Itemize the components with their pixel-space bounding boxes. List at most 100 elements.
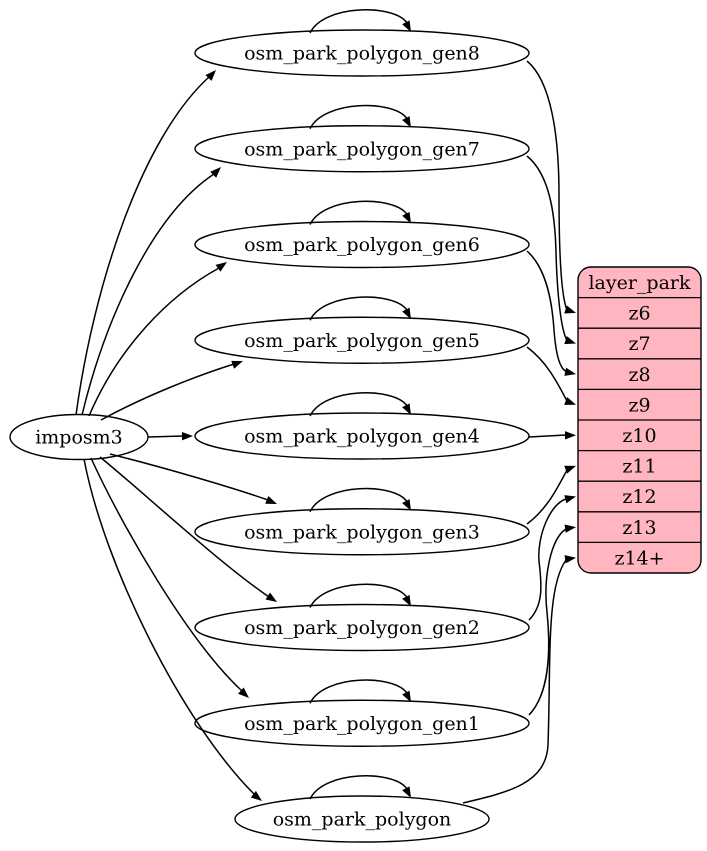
edge-osm_park_polygon_gen5-z9-line: [526, 346, 568, 402]
edge-imposm3-osm_park_polygon_gen5: [100, 360, 243, 421]
edge-osm_park_polygon_gen3-z11-line: [526, 469, 568, 525]
layer-table-title: layer_park: [588, 272, 691, 294]
self-loop-osm_park_polygon_gen3-arrowhead: [402, 499, 411, 511]
self-loop-osm_park_polygon_gen5: [309, 296, 411, 321]
edge-osm_park_polygon-z14+-arrowhead: [564, 555, 576, 564]
self-loop-osm_park_polygon_gen4-arrowhead: [402, 403, 411, 415]
edge-imposm3-osm_park_polygon_gen4-line: [147, 435, 184, 438]
self-loop-osm_park_polygon_gen6: [309, 200, 411, 225]
self-loop-osm_park_polygon_gen7-line: [309, 104, 408, 130]
table-row-z10: z10: [622, 425, 656, 447]
edge-imposm3-osm_park_polygon_gen7: [81, 167, 221, 416]
edge-osm_park_polygon-z14+: [462, 555, 576, 804]
edge-imposm3-osm_park_polygon_gen4: [147, 431, 193, 441]
edge-osm_park_polygon_gen1-z13-arrowhead: [564, 524, 576, 533]
table-row-z13: z13: [622, 517, 656, 539]
self-loop-osm_park_polygon_gen6-arrowhead: [402, 211, 411, 224]
node-osm_park_polygon_gen5-shape: [194, 316, 530, 364]
edge-imposm3-osm_park_polygon: [83, 458, 262, 801]
self-loop-osm_park_polygon_gen8-line: [309, 9, 408, 34]
self-loop-osm_park_polygon_gen2: [309, 583, 411, 608]
node-osm_park_polygon_gen1-shape: [194, 699, 530, 747]
edge-osm_park_polygon-z14+-line: [462, 559, 567, 804]
self-loop-osm_park_polygon_gen5-arrowhead: [402, 307, 411, 320]
node-osm_park_polygon_gen5: osm_park_polygon_gen5: [194, 316, 530, 364]
edge-imposm3-osm_park_polygon_gen3: [109, 453, 277, 504]
edge-imposm3-osm_park_polygon_gen8: [75, 70, 216, 416]
edge-osm_park_polygon_gen7-z7: [526, 155, 576, 345]
node-osm_park_polygon_gen8-label: osm_park_polygon_gen8: [244, 43, 480, 65]
edge-osm_park_polygon_gen4-z10: [528, 431, 576, 440]
node-imposm3: imposm3: [9, 413, 149, 461]
node-osm_park_polygon_gen5-label: osm_park_polygon_gen5: [244, 330, 480, 352]
edge-imposm3-osm_park_polygon_gen8-line: [75, 76, 210, 416]
node-osm_park_polygon_gen1: osm_park_polygon_gen1: [194, 699, 530, 747]
edge-imposm3-osm_park_polygon_gen3-line: [109, 453, 269, 501]
self-loop-osm_park_polygon-line: [309, 775, 408, 800]
node-osm_park_polygon-label: osm_park_polygon: [273, 809, 452, 831]
node-osm_park_polygon_gen4-label: osm_park_polygon_gen4: [244, 426, 480, 448]
table-row-z14+: z14+: [614, 547, 664, 569]
node-osm_park_polygon_gen7: osm_park_polygon_gen7: [194, 125, 530, 173]
edge-imposm3-osm_park_polygon_gen6-line: [88, 267, 220, 417]
edge-imposm3-osm_park_polygon_gen5-line: [100, 363, 235, 421]
node-osm_park_polygon_gen6-label: osm_park_polygon_gen6: [244, 234, 480, 256]
edge-osm_park_polygon_gen3-z11-arrowhead: [564, 465, 576, 474]
self-loop-osm_park_polygon_gen3-line: [309, 487, 408, 513]
node-osm_park_polygon_gen4: osm_park_polygon_gen4: [194, 412, 530, 460]
edge-imposm3-osm_park_polygon_gen8-arrowhead: [205, 70, 216, 81]
edge-imposm3-osm_park_polygon-arrowhead: [250, 790, 262, 801]
self-loop-osm_park_polygon_gen8: [309, 9, 411, 34]
edge-osm_park_polygon_gen8-z6-line: [526, 60, 568, 311]
edge-osm_park_polygon_gen2-z12-line: [528, 498, 567, 621]
edge-imposm3-osm_park_polygon_gen7-arrowhead: [210, 167, 221, 178]
edge-osm_park_polygon_gen3-z11: [526, 465, 576, 525]
edge-osm_park_polygon_gen8-z6: [526, 60, 576, 314]
self-loop-osm_park_polygon_gen6-line: [309, 200, 408, 225]
edge-osm_park_polygon_gen7-z7-arrowhead: [564, 336, 576, 345]
node-osm_park_polygon_gen3: osm_park_polygon_gen3: [194, 508, 530, 556]
edge-imposm3-osm_park_polygon_gen1-line: [90, 457, 243, 692]
self-loop-osm_park_polygon_gen3: [309, 487, 411, 513]
node-osm_park_polygon_gen3-label: osm_park_polygon_gen3: [244, 521, 480, 543]
edge-osm_park_polygon_gen4-z10-line: [528, 434, 567, 438]
edge-imposm3-osm_park_polygon_gen1: [90, 457, 249, 698]
table-row-z8: z8: [628, 364, 650, 386]
self-loop-osm_park_polygon-arrowhead: [402, 786, 411, 798]
edge-imposm3-osm_park_polygon_gen5-arrowhead: [231, 360, 243, 369]
edge-osm_park_polygon_gen7-z7-line: [526, 155, 568, 341]
edge-imposm3-osm_park_polygon_gen6: [88, 262, 227, 417]
node-osm_park_polygon_gen7-label: osm_park_polygon_gen7: [244, 138, 480, 160]
edge-imposm3-osm_park_polygon_gen6-arrowhead: [215, 262, 227, 272]
self-loop-osm_park_polygon_gen7: [309, 104, 411, 130]
node-osm_park_polygon_gen6: osm_park_polygon_gen6: [194, 220, 530, 269]
edge-osm_park_polygon_gen8-z6-arrowhead: [564, 305, 576, 314]
edge-osm_park_polygon_gen4-z10-arrowhead: [565, 431, 576, 440]
edge-imposm3-osm_park_polygon_gen2: [99, 456, 277, 602]
edge-osm_park_polygon_gen1-z13-line: [528, 528, 567, 716]
table-row-z9: z9: [628, 394, 650, 416]
edge-osm_park_polygon_gen1-z13: [528, 524, 576, 716]
node-imposm3-label: imposm3: [35, 427, 123, 449]
edge-osm_park_polygon_gen5-z9-arrowhead: [564, 396, 576, 405]
self-loop-osm_park_polygon_gen5-line: [309, 296, 408, 321]
self-loop-osm_park_polygon_gen4: [309, 392, 411, 417]
self-loop-osm_park_polygon_gen1-line: [309, 679, 408, 704]
edge-osm_park_polygon_gen6-z8-line: [526, 250, 568, 373]
table-row-z11: z11: [622, 456, 656, 478]
node-osm_park_polygon_gen6-shape: [194, 220, 530, 269]
edge-imposm3-osm_park_polygon_gen2-arrowhead: [265, 592, 277, 602]
edge-osm_park_polygon_gen6-z8: [526, 250, 576, 376]
edge-osm_park_polygon_gen6-z8-arrowhead: [564, 367, 576, 376]
self-loop-osm_park_polygon_gen8-arrowhead: [402, 20, 411, 32]
node-osm_park_polygon_gen2-shape: [194, 603, 530, 652]
node-osm_park_polygon-shape: [234, 795, 490, 843]
self-loop-osm_park_polygon_gen1-arrowhead: [402, 690, 411, 703]
edge-osm_park_polygon_gen2-z12-arrowhead: [564, 495, 576, 504]
edge-imposm3-osm_park_polygon-line: [83, 458, 255, 795]
node-osm_park_polygon_gen2: osm_park_polygon_gen2: [194, 603, 530, 652]
self-loop-osm_park_polygon_gen2-arrowhead: [402, 594, 411, 607]
